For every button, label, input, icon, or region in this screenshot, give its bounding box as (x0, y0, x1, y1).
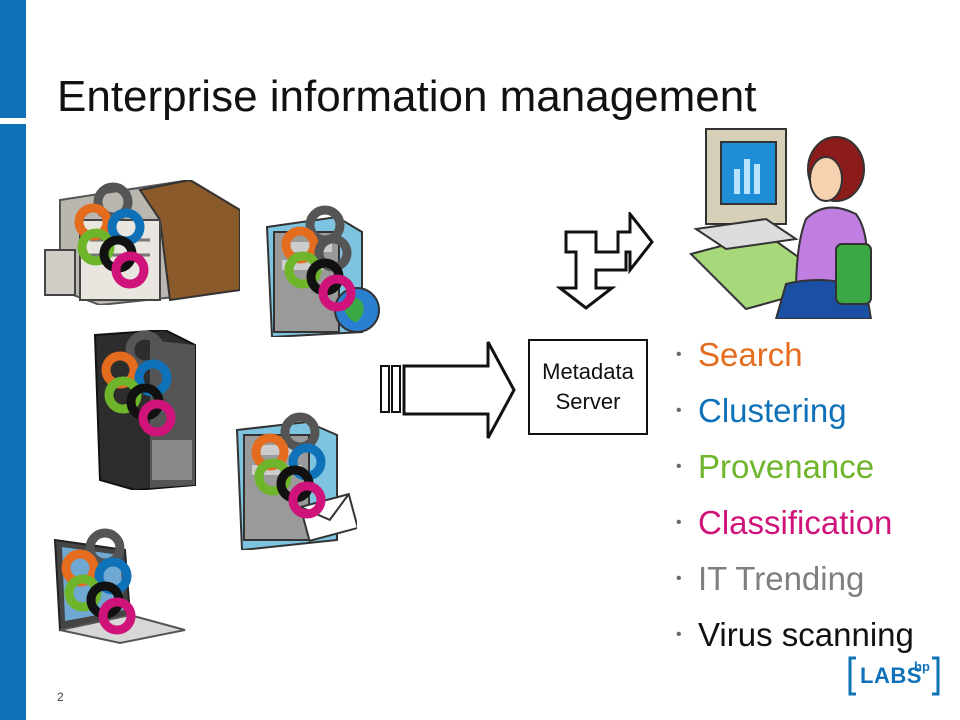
logo-superscript: hp (914, 659, 930, 674)
user-at-computer-image (689, 128, 873, 319)
feature-label: Virus scanning (698, 616, 914, 653)
feature-item: •IT Trending (676, 551, 914, 607)
page-title: Enterprise information management (57, 72, 757, 121)
metadata-server-box: Metadata Server (528, 339, 648, 435)
metadata-gears-icon (281, 205, 356, 312)
feature-label: Classification (698, 504, 893, 541)
feature-label: Provenance (698, 448, 875, 485)
feature-item: •Classification (676, 495, 914, 551)
feature-label: Search (698, 336, 803, 373)
right-arrow-icon (380, 341, 516, 439)
feature-item: •Clustering (676, 383, 914, 439)
feature-label: IT Trending (698, 560, 865, 597)
feature-item: •Search (676, 327, 914, 383)
metadata-gears-icon (101, 330, 176, 437)
exchange-arrows-icon (556, 212, 654, 310)
metadata-server-line2: Server (555, 389, 621, 414)
hp-labs-logo: LABS hp (848, 656, 940, 696)
accent-bar-bottom (0, 124, 26, 720)
metadata-gears-icon (61, 528, 136, 635)
logo-brackets-icon (848, 656, 940, 696)
logo-text: LABS (860, 663, 922, 688)
metadata-server-line1: Metadata (542, 359, 634, 384)
page-number: 2 (57, 690, 64, 704)
metadata-gears-icon (251, 412, 326, 519)
feature-item: •Provenance (676, 439, 914, 495)
metadata-gears-icon (74, 182, 149, 289)
feature-label: Clustering (698, 392, 847, 429)
feature-list: •Search •Clustering •Provenance •Classif… (676, 327, 914, 663)
feature-item: •Virus scanning (676, 607, 914, 663)
accent-bar-top (0, 0, 26, 118)
